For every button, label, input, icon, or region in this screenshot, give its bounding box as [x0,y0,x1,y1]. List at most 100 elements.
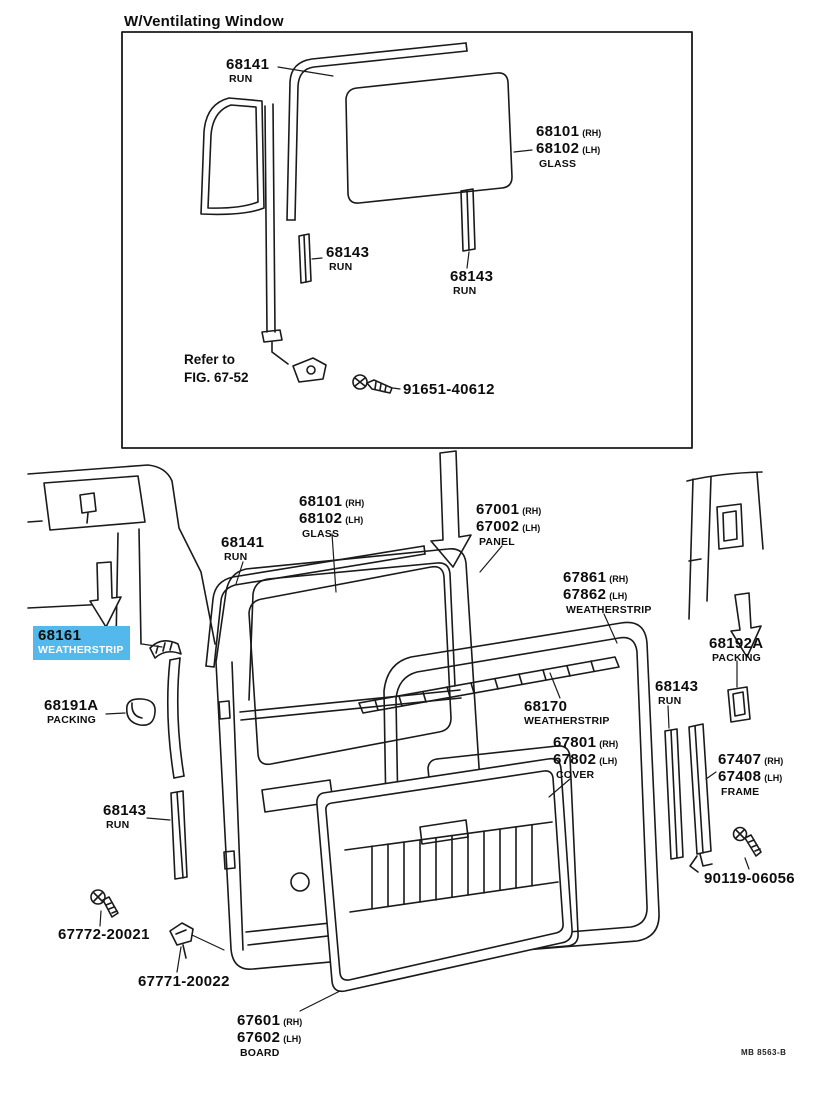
label-inset-glass: 68101(RH) 68102(LH) GLASS [536,123,601,170]
part-number: 68161 [38,627,82,644]
label-panel: 67001(RH) 67002(LH) PANEL [476,501,541,548]
label-front-packing: 68191A PACKING [44,697,99,727]
part-desc: GLASS [539,157,577,170]
part-row: 68102(LH) [536,140,601,158]
refer-line2: FIG. 67-52 [184,369,249,385]
part-number: 68141 [226,56,270,73]
label-frame: 67407(RH) 67408(LH) FRAME [718,751,783,798]
inset-title: W/Ventilating Window [124,13,284,30]
part-row: 67801(RH) [553,734,619,751]
part-row: 67408(LH) [718,768,783,786]
part-desc: PACKING [712,652,762,665]
leader-lines [99,66,750,1012]
center-arrow [430,450,472,568]
part-row: 68102(LH) [299,510,364,528]
part-number: 68141 [221,534,265,551]
inset-box [121,31,693,449]
part-row: 67002(LH) [476,518,541,536]
part-row: 67861(RH) [563,569,629,586]
part-desc: RUN [329,261,353,274]
part-desc: PANEL [479,535,515,548]
part-number: 68143 [103,802,147,819]
inset-glass [345,72,513,204]
jamb-arrow [730,592,762,658]
label-cover: 67801(RH) 67802(LH) COVER [553,734,618,781]
label-door-weatherstrip: 67861(RH) 67862(LH) WEATHERSTRIP [563,569,652,616]
front-packing-part [125,698,156,727]
label-board-screw: 67772-20021 [58,926,150,943]
part-desc: WEATHERSTRIP [524,715,610,728]
part-row: 67001(RH) [476,501,542,518]
main-glass-run [205,545,426,668]
part-row: 67802(LH) [553,751,618,769]
inset-screw-part [352,374,393,394]
frame-screw-part [732,826,762,857]
part-desc: WEATHERSTRIP [38,644,124,657]
label-board: 67601(RH) 67602(LH) BOARD [237,1012,302,1059]
label-inset-run-bottom: 68143 RUN [450,268,494,298]
part-desc: WEATHERSTRIP [566,603,652,616]
refer-line1: Refer to [184,352,236,367]
front-weatherstrip-part [149,640,185,779]
part-number: 90119-06056 [704,870,795,887]
cab-arrow [89,561,122,628]
label-inset-run-left: 68143 RUN [326,244,370,274]
hinge-bracket [292,357,327,383]
part-desc: RUN [229,73,253,86]
door-panel [215,547,491,970]
run-strip-right-part [664,728,684,860]
part-desc: GLASS [302,527,340,540]
label-board-clip: 67771-20022 [138,973,230,990]
label-rear-packing: 68192A PACKING [709,635,764,665]
main-door-glass [248,565,452,766]
glass-frame-part [688,723,713,873]
part-row: 68101(RH) [299,493,365,510]
part-desc: RUN [106,819,130,832]
part-desc: PACKING [47,714,97,727]
label-frame-screw: 90119-06056 [704,870,795,887]
label-main-glass: 68101(RH) 68102(LH) GLASS [299,493,364,540]
part-desc: FRAME [721,785,760,798]
board-clip-part [169,922,194,959]
part-number: 91651-40612 [403,381,495,398]
part-number: 67772-20021 [58,926,150,943]
inset-window-run [286,42,468,221]
part-desc: RUN [453,285,477,298]
rear-packing-part [727,686,751,723]
part-row: 67602(LH) [237,1029,302,1047]
label-front-weatherstrip-highlighted: 68161 WEATHERSTRIP [33,626,130,660]
label-run-right: 68143 RUN [655,678,699,708]
part-desc: RUN [224,551,248,564]
label-belt-weatherstrip: 68170 WEATHERSTRIP [524,698,610,728]
part-number: 68143 [450,268,494,285]
part-number: 68192A [709,635,764,652]
service-cover [427,745,579,955]
belt-weatherstrip-part [358,656,620,714]
inset-run-strip-bottom [460,188,476,252]
part-number: 67771-20022 [138,973,230,990]
inset-run-strip-left [298,233,312,284]
refer-note: Refer to FIG. 67-52 [184,351,249,386]
trim-board [316,757,573,993]
board-screw-part [90,889,119,918]
door-jamb-sketch [686,471,764,620]
label-main-run: 68141 RUN [221,534,265,564]
label-inset-screw: 91651-40612 [403,381,495,398]
part-number: 68143 [655,678,699,695]
run-strip-left-part [170,790,188,880]
cab-sketch [27,464,216,645]
part-number: 68143 [326,244,370,261]
part-desc: BOARD [240,1046,280,1059]
label-inset-run-top: 68141 RUN [226,56,270,86]
part-number: 68170 [524,698,568,715]
part-row: 67601(RH) [237,1012,303,1029]
part-row: 67862(LH) [563,586,628,604]
part-row: 67407(RH) [718,751,784,768]
part-row: 68101(RH) [536,123,602,140]
vent-window-frame [200,97,289,365]
label-run-left: 68143 RUN [103,802,147,832]
part-desc: RUN [658,695,682,708]
figure-code: MB 8563-B [741,1048,787,1057]
part-number: 68191A [44,697,99,714]
